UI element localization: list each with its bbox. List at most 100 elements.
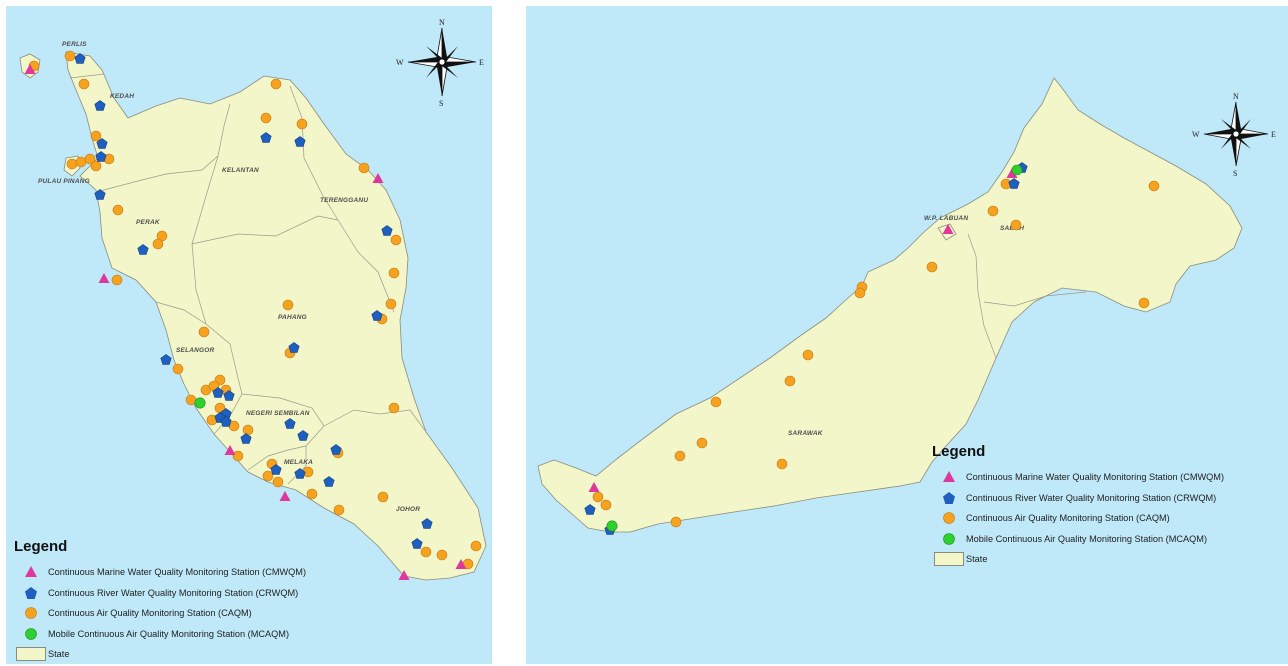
station-caqm[interactable] [854, 287, 866, 299]
station-caqm[interactable] [64, 50, 76, 62]
station-cmwqm[interactable] [279, 491, 291, 501]
station-caqm[interactable] [784, 375, 796, 387]
station-caqm[interactable] [470, 540, 482, 552]
station-caqm[interactable] [112, 204, 124, 216]
station-cmwqm[interactable] [372, 173, 384, 183]
station-crwqm[interactable] [294, 468, 306, 479]
station-crwqm[interactable] [1008, 178, 1020, 189]
station-caqm[interactable] [390, 234, 402, 246]
station-caqm[interactable] [710, 396, 722, 408]
station-mcaqm[interactable] [1011, 164, 1023, 176]
station-mcaqm[interactable] [194, 397, 206, 409]
station-caqm[interactable] [66, 158, 78, 170]
station-mcaqm[interactable] [606, 520, 618, 532]
station-crwqm[interactable] [260, 132, 272, 143]
state-label-kedah: KEDAH [110, 93, 134, 100]
station-caqm[interactable] [272, 476, 284, 488]
station-cmwqm[interactable] [588, 482, 600, 492]
station-caqm[interactable] [270, 78, 282, 90]
station-caqm[interactable] [776, 458, 788, 470]
station-caqm[interactable] [1138, 297, 1150, 309]
station-crwqm[interactable] [381, 225, 393, 236]
station-cmwqm[interactable] [98, 273, 110, 283]
station-crwqm[interactable] [94, 100, 106, 111]
station-caqm[interactable] [90, 160, 102, 172]
station-caqm[interactable] [377, 491, 389, 503]
station-cmwqm [24, 64, 467, 580]
station-caqm[interactable] [198, 326, 210, 338]
station-caqm[interactable] [296, 118, 308, 130]
station-caqm[interactable] [84, 153, 96, 165]
station-caqm[interactable] [1010, 219, 1022, 231]
station-crwqm[interactable] [323, 476, 335, 487]
station-cmwqm[interactable] [942, 224, 954, 234]
station-caqm[interactable] [232, 450, 244, 462]
border-pahang-ns [241, 393, 325, 427]
station-crwqm[interactable] [297, 430, 309, 441]
station-crwqm[interactable] [294, 136, 306, 147]
station-crwqm[interactable] [284, 418, 296, 429]
station-caqm[interactable] [670, 516, 682, 528]
compass-east: E [1271, 130, 1276, 139]
station-crwqm[interactable] [74, 53, 86, 64]
station-cmwqm[interactable] [398, 570, 410, 580]
station-caqm[interactable] [987, 205, 999, 217]
station-caqm[interactable] [1148, 180, 1160, 192]
station-crwqm[interactable] [95, 151, 107, 162]
station-caqm[interactable] [111, 274, 123, 286]
station-crwqm[interactable] [270, 464, 282, 475]
station-crwqm[interactable] [137, 244, 149, 255]
station-caqm[interactable] [358, 162, 370, 174]
station-caqm[interactable] [78, 78, 90, 90]
station-caqm[interactable] [674, 450, 686, 462]
green-circle-icon [25, 627, 37, 640]
station-cmwqm[interactable] [455, 559, 467, 569]
station-caqm[interactable] [600, 499, 612, 511]
compass-north: N [1233, 92, 1239, 101]
station-crwqm[interactable] [288, 342, 300, 353]
legend-label-caqm: Continuous Air Quality Monitoring Statio… [966, 513, 1170, 524]
station-caqm[interactable] [696, 437, 708, 449]
station-crwqm[interactable] [371, 310, 383, 321]
station-crwqm[interactable] [212, 387, 224, 398]
station-caqm[interactable] [152, 238, 164, 250]
station-crwqm[interactable] [411, 538, 423, 549]
station-caqm[interactable] [802, 349, 814, 361]
border-sabah-sarawak [967, 233, 997, 359]
station-crwqm[interactable] [330, 444, 342, 455]
station-caqm[interactable] [75, 156, 87, 168]
station-crwqm[interactable] [223, 390, 235, 401]
station-crwqm[interactable] [584, 504, 596, 515]
station-caqm[interactable] [436, 549, 448, 561]
border-perak-kelantan [191, 155, 219, 245]
station-caqm[interactable] [333, 504, 345, 516]
station-caqm[interactable] [926, 261, 938, 273]
legend-row-caqm: Continuous Air Quality Monitoring Statio… [14, 603, 454, 624]
station-caqm[interactable] [260, 112, 272, 124]
station-caqm[interactable] [420, 546, 432, 558]
station-caqm[interactable] [90, 130, 102, 142]
station-crwqm[interactable] [160, 354, 172, 365]
station-cmwqm[interactable] [24, 64, 36, 74]
legend-label-caqm: Continuous Air Quality Monitoring Statio… [48, 608, 252, 619]
station-caqm[interactable] [385, 298, 397, 310]
station-cmwqm[interactable] [1006, 168, 1018, 178]
station-caqm[interactable] [185, 394, 197, 406]
station-crwqm[interactable] [94, 189, 106, 200]
station-crwqm[interactable] [240, 433, 252, 444]
station-caqm[interactable] [306, 488, 318, 500]
station-caqm[interactable] [388, 402, 400, 414]
station-caqm[interactable] [262, 470, 274, 482]
station-crwqm[interactable] [96, 138, 108, 149]
station-caqm[interactable] [172, 363, 184, 375]
station-caqm[interactable] [388, 267, 400, 279]
station-caqm[interactable] [282, 299, 294, 311]
station-cmwqm[interactable] [224, 445, 236, 455]
station-crwqm[interactable] [220, 416, 232, 427]
station-caqm[interactable] [592, 491, 604, 503]
station-caqm[interactable] [242, 424, 254, 436]
station-crwqm[interactable] [421, 518, 433, 529]
state-label-pahang: PAHANG [278, 314, 307, 321]
border-kelantan-pahang [191, 215, 339, 245]
state-label-wp-labuan: W.P. LABUAN [924, 215, 968, 222]
